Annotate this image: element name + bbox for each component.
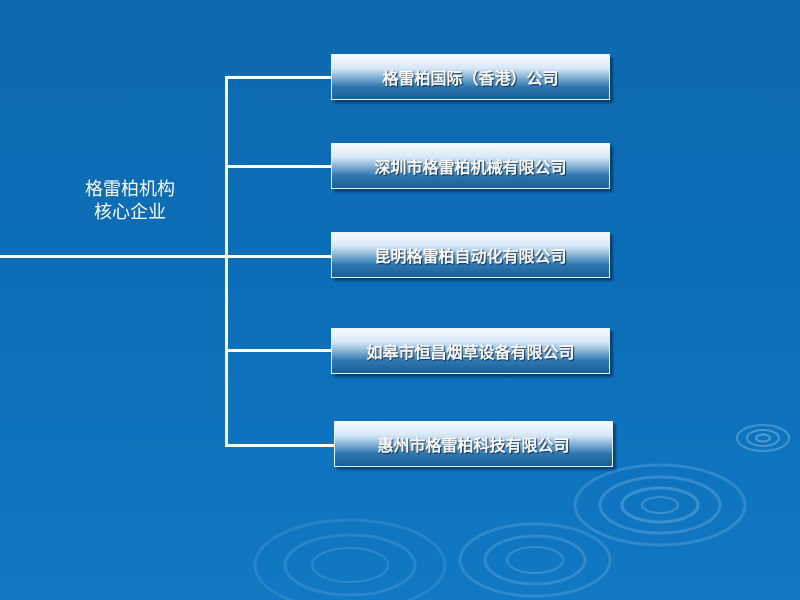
company-label-3: 昆明格雷柏自动化有限公司 [374, 247, 567, 266]
branch-line-4 [225, 349, 332, 352]
company-node-3: 昆明格雷柏自动化有限公司 [331, 232, 610, 278]
company-node-4: 如皋市恒昌烟草设备有限公司 [331, 328, 610, 374]
branch-line-3 [225, 255, 332, 258]
branch-line-5 [225, 444, 335, 447]
branch-line-2 [225, 165, 332, 168]
root-label-line2: 核心企业 [94, 202, 166, 223]
root-connector-line [0, 255, 230, 258]
company-label-1: 格雷柏国际（香港）公司 [382, 69, 559, 88]
company-label-5: 惠州市格雷柏科技有限公司 [377, 436, 570, 455]
root-node-label: 格雷柏机构 核心企业 [70, 178, 190, 224]
company-node-2: 深圳市格雷柏机械有限公司 [331, 143, 610, 189]
company-label-2: 深圳市格雷柏机械有限公司 [374, 158, 567, 177]
branch-line-1 [225, 76, 332, 79]
company-node-5: 惠州市格雷柏科技有限公司 [334, 421, 613, 467]
company-label-4: 如皋市恒昌烟草设备有限公司 [366, 343, 575, 362]
vertical-trunk-line [225, 77, 228, 447]
company-node-1: 格雷柏国际（香港）公司 [331, 54, 610, 100]
root-label-line1: 格雷柏机构 [85, 179, 175, 200]
